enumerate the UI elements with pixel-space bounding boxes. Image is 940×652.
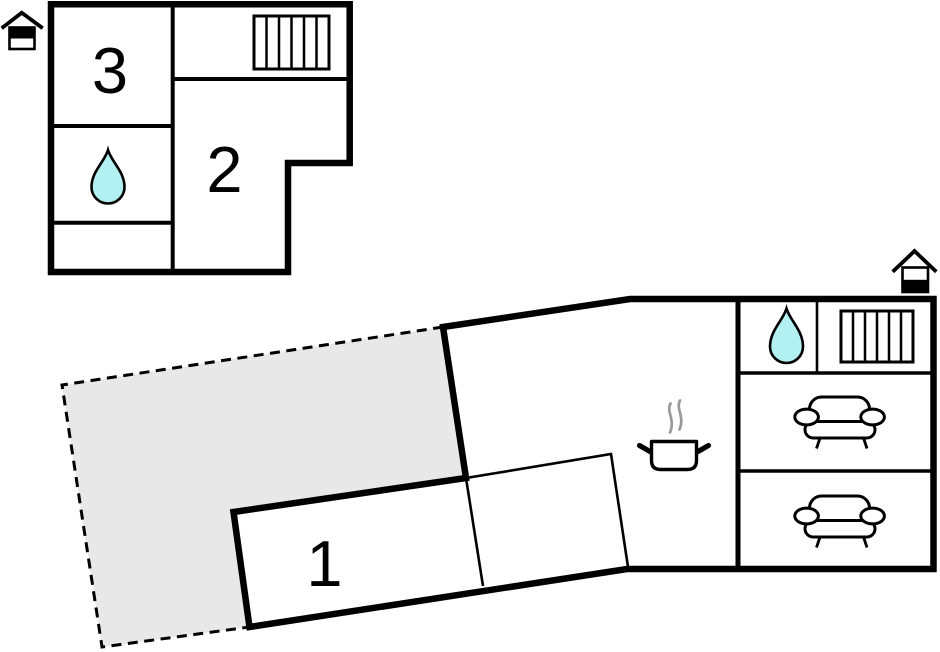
room-label-2: 2 xyxy=(206,133,242,206)
sofa-icon xyxy=(793,395,886,449)
terrace-dashed-outline xyxy=(60,325,444,649)
right-wing-row-walls xyxy=(738,371,934,473)
pot-body xyxy=(649,439,699,472)
ground-floor-plan: 1 xyxy=(60,248,938,649)
room-label-1: 1 xyxy=(306,527,342,600)
room1-annex-walls xyxy=(464,452,630,587)
floor-level-house-icon xyxy=(0,10,44,51)
house-level-band-ground xyxy=(902,279,928,292)
stairs-icon xyxy=(839,309,915,364)
upper-floor-outer-walls xyxy=(47,1,353,276)
ground-floor-outer-walls xyxy=(229,295,937,631)
house-roof-icon xyxy=(0,10,44,30)
house-roof-icon xyxy=(891,248,938,274)
pot-handles xyxy=(636,442,712,455)
water-drop-icon xyxy=(768,303,805,365)
floor-level-house-icon xyxy=(891,248,938,294)
steam-line xyxy=(677,399,683,431)
water-drop-icon xyxy=(90,145,126,205)
terrace-area xyxy=(62,327,466,647)
stairs-icon xyxy=(252,14,331,71)
steam-line xyxy=(667,402,674,434)
cooking-pot-icon xyxy=(636,399,712,472)
upper-floor-plan: 3 2 xyxy=(0,1,353,276)
room-label-3: 3 xyxy=(92,34,128,107)
sofa-icon xyxy=(793,494,886,548)
house-level-band-upper xyxy=(9,27,35,39)
upper-floor-interior-walls xyxy=(51,4,350,272)
